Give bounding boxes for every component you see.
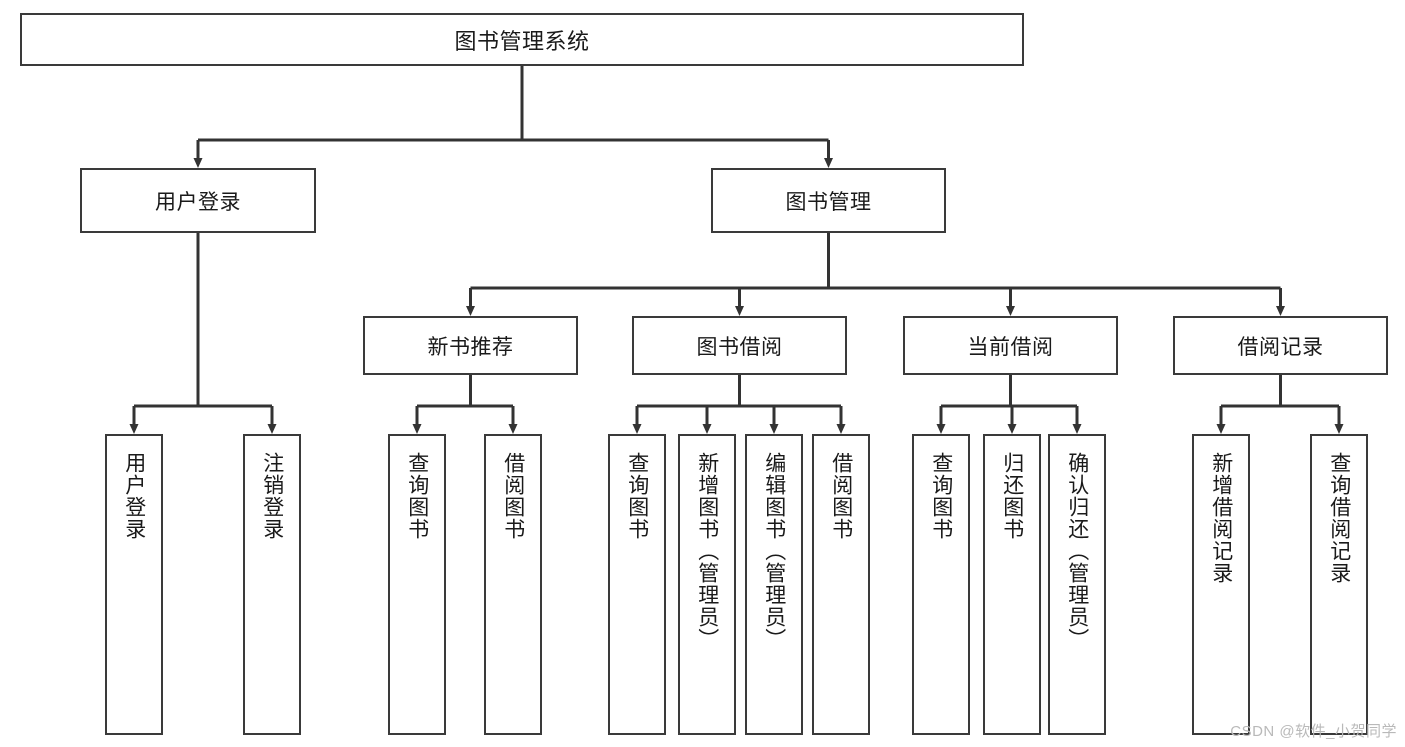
node-user-login[interactable]: 用户登录 — [80, 168, 316, 233]
leaf-node-cur-query-book[interactable]: 查询图书 — [912, 434, 970, 735]
leaf-label: 新增借阅记录 — [1209, 452, 1233, 584]
leaf-label: 借阅图书 — [829, 452, 853, 540]
leaf-node-borrow-borrow-book[interactable]: 借阅图书 — [812, 434, 870, 735]
leaf-label: 用户登录 — [122, 452, 146, 540]
leaf-label: 归还图书 — [1000, 452, 1024, 540]
leaf-label: 查询图书 — [625, 452, 649, 540]
leaf-node-rec-query-record[interactable]: 查询借阅记录 — [1310, 434, 1368, 735]
leaf-label: 新增图书（管理员） — [695, 452, 719, 650]
node-new-book-recommendation[interactable]: 新书推荐 — [363, 316, 578, 375]
node-borrowing-records[interactable]: 借阅记录 — [1173, 316, 1388, 375]
node-book-borrowing[interactable]: 图书借阅 — [632, 316, 847, 375]
leaf-node-user-logout[interactable]: 注销登录 — [243, 434, 301, 735]
node-book-management[interactable]: 图书管理 — [711, 168, 946, 233]
leaf-label: 确认归还（管理员） — [1065, 452, 1089, 650]
node-root[interactable]: 图书管理系统 — [20, 13, 1024, 66]
leaf-label: 查询图书 — [405, 452, 429, 540]
leaf-node-user-login[interactable]: 用户登录 — [105, 434, 163, 735]
leaf-node-borrow-edit-book[interactable]: 编辑图书（管理员） — [745, 434, 803, 735]
leaf-node-cur-return-book[interactable]: 归还图书 — [983, 434, 1041, 735]
node-current-borrowing[interactable]: 当前借阅 — [903, 316, 1118, 375]
leaf-node-rec-query-book[interactable]: 查询图书 — [388, 434, 446, 735]
leaf-label: 借阅图书 — [501, 452, 525, 540]
watermark: CSDN @软件_小贺同学 — [1230, 723, 1397, 740]
leaf-label: 查询图书 — [929, 452, 953, 540]
leaf-node-cur-confirm-return[interactable]: 确认归还（管理员） — [1048, 434, 1106, 735]
leaf-label: 注销登录 — [260, 452, 284, 540]
leaf-label: 查询借阅记录 — [1327, 452, 1351, 584]
leaf-node-borrow-add-book[interactable]: 新增图书（管理员） — [678, 434, 736, 735]
leaf-node-borrow-query-book[interactable]: 查询图书 — [608, 434, 666, 735]
leaf-node-rec-add-record[interactable]: 新增借阅记录 — [1192, 434, 1250, 735]
leaf-node-rec-borrow-book[interactable]: 借阅图书 — [484, 434, 542, 735]
leaf-label: 编辑图书（管理员） — [762, 452, 786, 650]
